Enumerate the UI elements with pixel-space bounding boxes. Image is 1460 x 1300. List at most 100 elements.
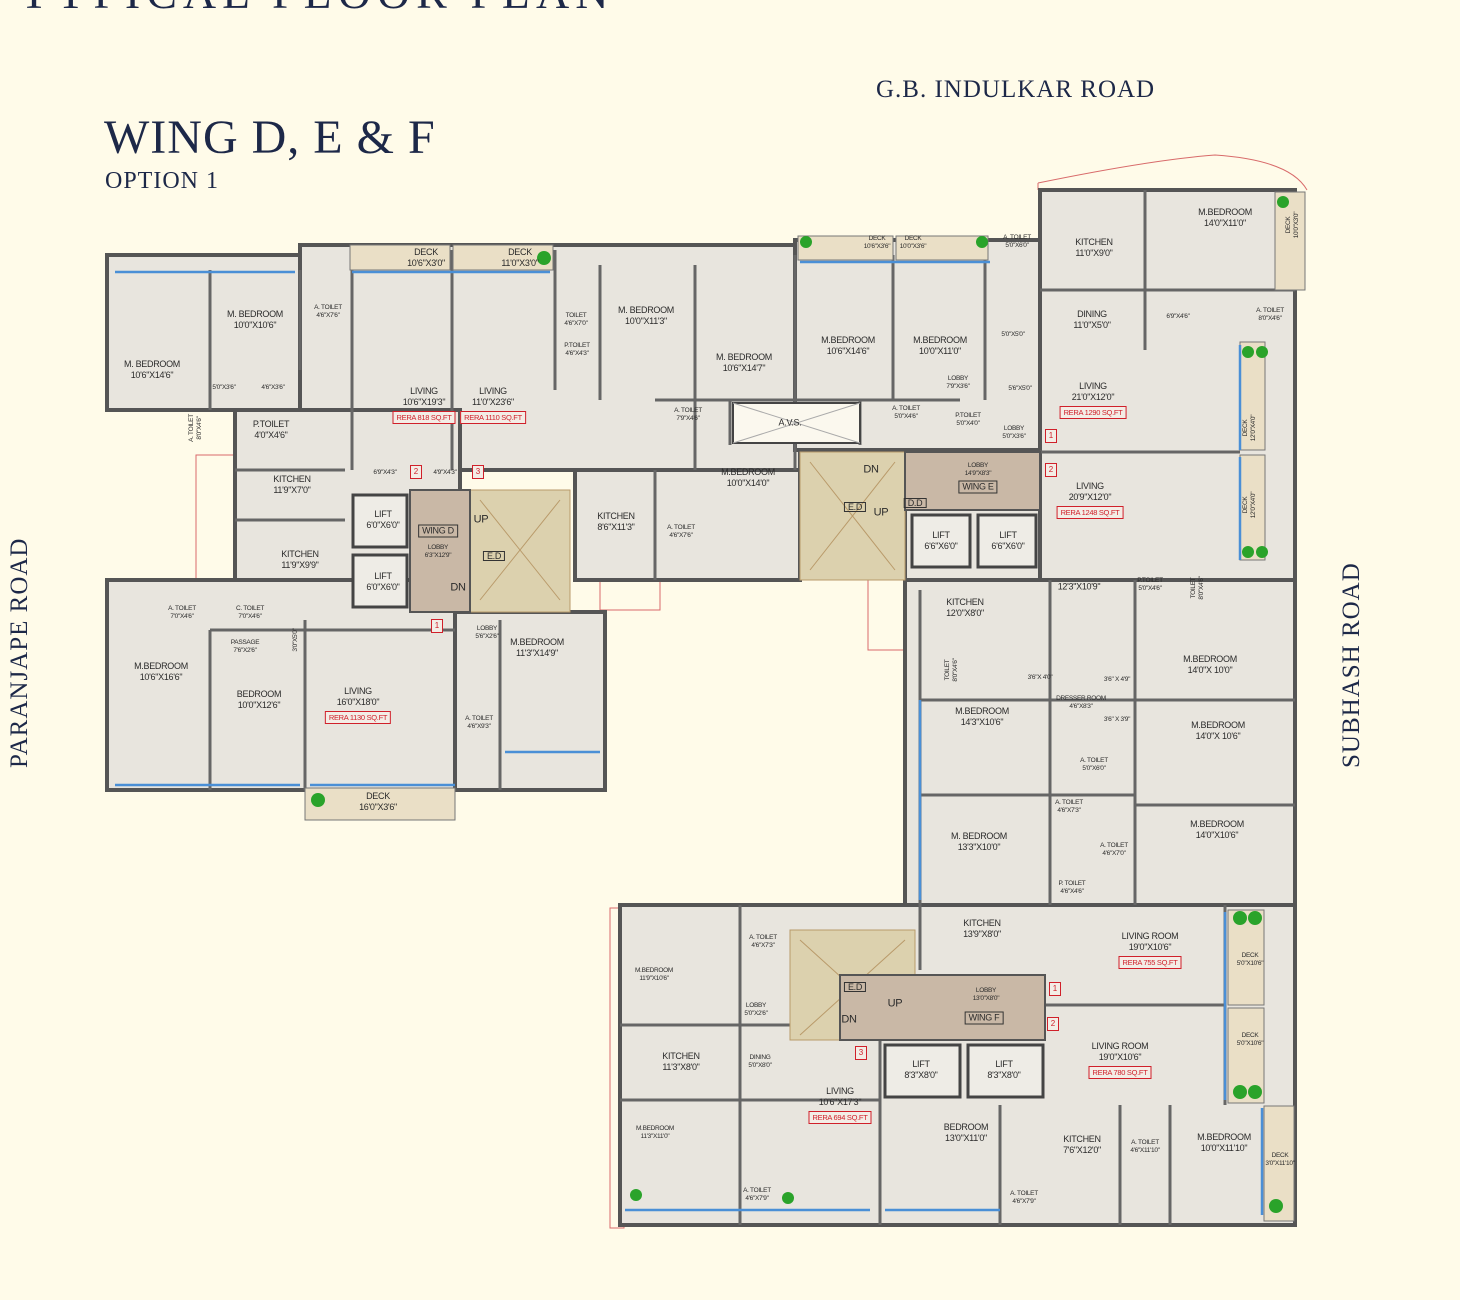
room-size: 4'6"X7'0" [1102, 850, 1126, 857]
room-label-area: 3'6" X 4'9" [1104, 676, 1131, 684]
rera-area-badge: RERA 780 SQ.FT [1088, 1066, 1152, 1079]
room-name: M.BEDROOM [1190, 819, 1244, 829]
room-name: DECK [414, 247, 438, 257]
room-size: 12'0"X4'0" [1250, 414, 1257, 442]
room-name: TOILET [565, 312, 587, 319]
room-name: M.BEDROOM [134, 661, 188, 671]
duct-label: E.D [843, 502, 867, 512]
flat-number-marker: 2 [1047, 1017, 1059, 1031]
room-size: 5'0"X6'0" [1005, 242, 1029, 249]
lifts [351, 493, 1045, 1099]
room-name: DN [841, 1013, 857, 1026]
room-name: UP [887, 997, 903, 1010]
room-size: 5'0"X3'6" [212, 384, 236, 391]
room-size: 10'0"X11'0" [919, 346, 961, 356]
room-name: DECK [1285, 216, 1292, 234]
room-name: A. TOILET [1100, 842, 1128, 849]
room-name: LIFT [999, 530, 1017, 540]
room-name: DINING [749, 1054, 771, 1061]
room-size: 7'6"X2'6" [233, 647, 257, 654]
room-name: LIFT [374, 509, 392, 519]
room-size: 14'0"X11'0" [1204, 218, 1246, 228]
room-size: 14'9"X8'3" [964, 470, 992, 477]
room-name: KITCHEN [963, 918, 1001, 928]
room-size: 4'0"X4'6" [254, 430, 288, 440]
room-name: P.TOILET [564, 342, 590, 349]
room-name: DECK [1271, 1152, 1289, 1159]
room-size: 4'6"X4'6" [1060, 888, 1084, 895]
room-name: A. TOILET [1055, 799, 1083, 806]
rera-area-badge: RERA 818 SQ.FT [392, 411, 456, 424]
trees [311, 196, 1289, 1213]
duct-label: D.D [903, 498, 927, 508]
room-name: LIFT [912, 1059, 930, 1069]
room-name: M.BEDROOM [1197, 1132, 1251, 1142]
plan-heading: TYPICAL FLOOR PLAN [20, 0, 614, 19]
room-name: LOBBY [967, 462, 989, 469]
room-name: A. TOILET [168, 605, 196, 612]
room-name: DN [863, 463, 879, 476]
room-size: 5'0"X2'6" [744, 1010, 768, 1017]
room-size: 5'0"X8'0" [748, 1062, 772, 1069]
room-size: 14'3"X10'6" [960, 717, 1004, 727]
room-size: 10'0"X12'6" [237, 700, 281, 710]
page-title: WING D, E & F [104, 111, 436, 164]
room-name: LOBBY [476, 625, 498, 632]
room-size: 6'9"X4'6" [1166, 313, 1190, 320]
room-size: 4'9"X4'3" [433, 469, 457, 476]
room-size: 6'0"X6'0" [366, 520, 400, 530]
room-size: 7'6"X12'0" [1063, 1145, 1101, 1155]
room-size: 19'0"X10'6" [1128, 942, 1172, 952]
room-label-up: UP [474, 514, 489, 527]
room-size: 5'0"X4'6" [894, 413, 918, 420]
room-name: LIVING [826, 1086, 854, 1096]
room-size: 5'0"X10'6" [1236, 960, 1264, 967]
room-size: 10'0"X11'3" [625, 316, 667, 326]
room-name: DECK [1241, 952, 1259, 959]
room-name: BEDROOM [943, 1122, 989, 1132]
room-size: 11'9"X7'0" [273, 485, 311, 495]
room-name: LIVING [1076, 481, 1104, 491]
room-name: A. TOILET [743, 1187, 771, 1194]
room-size: 11'3"X8'0" [662, 1062, 700, 1072]
room-size: 11'0"X5'0" [1073, 320, 1111, 330]
room-size: 4'6"X7'3" [1057, 807, 1081, 814]
room-label-dn: DN [863, 463, 879, 477]
room-size: 11'9"X9'9" [281, 560, 319, 570]
room-size: 5'0"X10'6" [1236, 1040, 1264, 1047]
room-name: M.BEDROOM [1198, 207, 1252, 217]
option-subtitle: OPTION 1 [105, 168, 219, 194]
room-name: A. TOILET [1080, 757, 1108, 764]
room-size: 14'0"X 10'0" [1187, 665, 1233, 675]
room-label-area: 3'0"X5'0" [292, 628, 300, 651]
room-name: A. TOILET [1256, 307, 1284, 314]
room-name: LOBBY [947, 375, 969, 382]
room-name: KITCHEN [597, 511, 635, 521]
room-name: A. TOILET [667, 524, 695, 531]
room-size: 4'6"X7'9" [1012, 1198, 1036, 1205]
room-name: P.TOILET [955, 412, 981, 419]
room-size: 13'0"X8'0" [972, 995, 1000, 1002]
wing-tag: WING D [418, 524, 458, 538]
